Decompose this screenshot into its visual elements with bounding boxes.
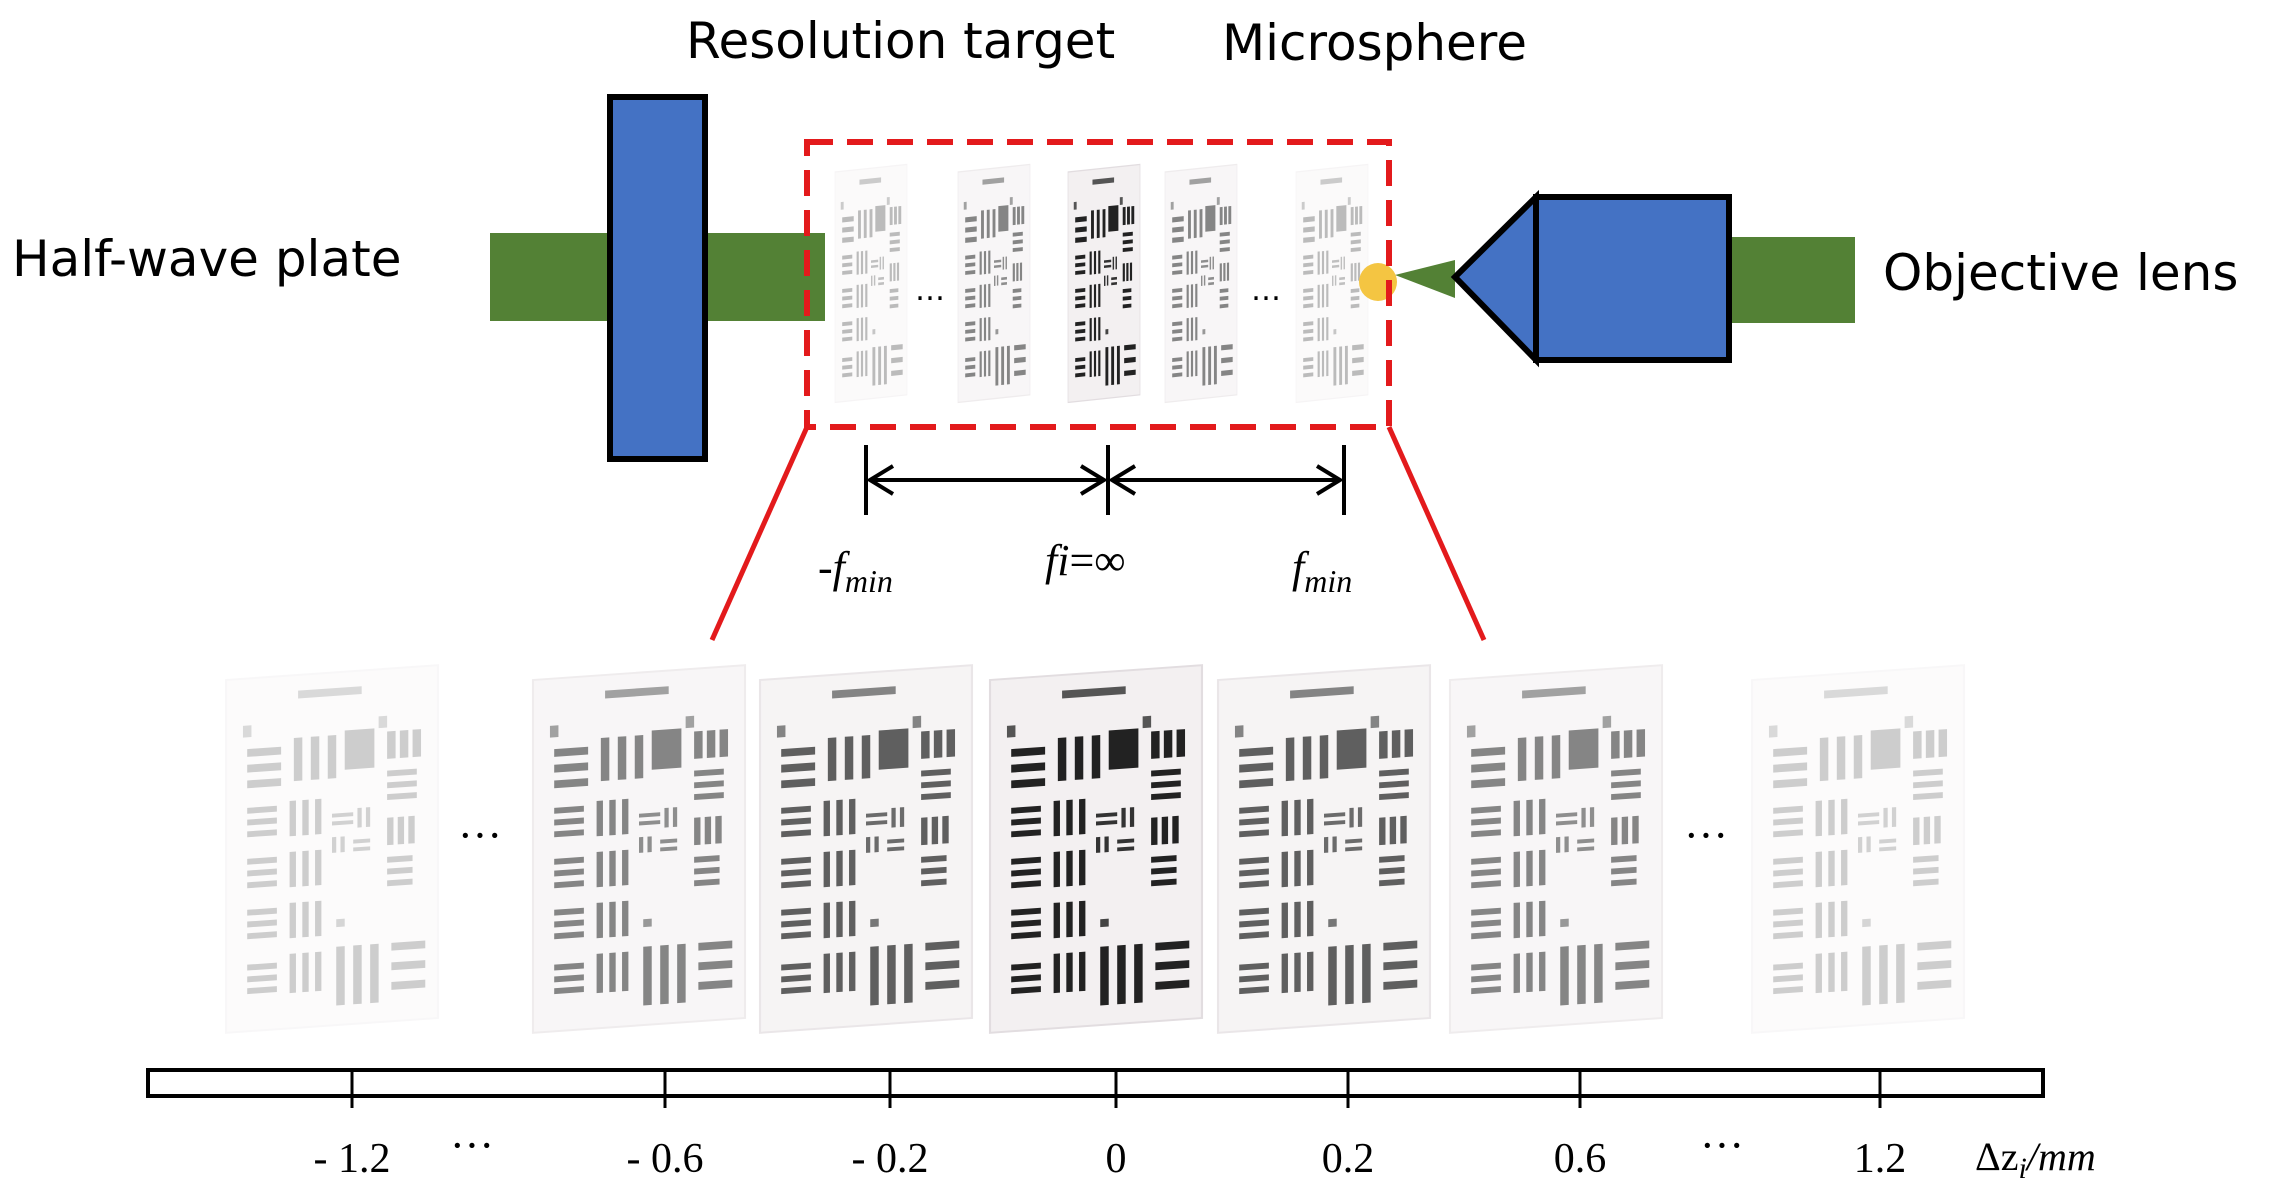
resolution-target-stack: …… (834, 163, 1369, 404)
row-target-5 (1216, 664, 1432, 1034)
row-target-4 (988, 664, 1204, 1034)
row-ellipsis-left: ··· (458, 811, 502, 860)
defocus-target-row: ··· ··· (224, 664, 1966, 1034)
stack-ellipsis-right: … (1251, 273, 1281, 308)
axis-ellipsis-left: ··· (450, 1121, 494, 1170)
axis-tick-label-7: 1.2 (1854, 1136, 1907, 1182)
beam-right (1730, 237, 1855, 323)
focal-arrows (864, 445, 1346, 515)
label-fi-infinity: fi=∞ (1045, 536, 1126, 585)
row-target-6 (1448, 664, 1664, 1034)
row-target-2 (531, 664, 747, 1034)
label-resolution-target: Resolution target (686, 12, 1115, 70)
row-target-3 (758, 664, 974, 1034)
row-ellipsis-right: ··· (1684, 811, 1728, 860)
dz-axis: - 1.2 - 0.6 - 0.2 0 0.2 0.6 1.2 ··· ··· Δzi/mm (146, 1068, 2096, 1185)
axis-tick-label-3: - 0.2 (852, 1136, 929, 1182)
axis-tick-label-4: 0 (1106, 1136, 1127, 1182)
stack-ellipsis-left: … (915, 273, 945, 308)
axis-tick-label-1: - 1.2 (314, 1136, 391, 1182)
stack-target-1 (834, 163, 908, 404)
objective-lens (1450, 189, 1732, 368)
axis-unit-label: Δzi/mm (1975, 1134, 2096, 1185)
axis-tick-label-2: - 0.6 (627, 1136, 704, 1182)
label-objective-lens: Objective lens (1883, 244, 2238, 302)
row-target-1 (224, 664, 440, 1034)
stack-target-2 (957, 163, 1031, 404)
stack-target-3 (1067, 163, 1141, 404)
beam-cone (1395, 260, 1455, 298)
axis-ellipsis-right: ··· (1700, 1121, 1744, 1170)
row-target-7 (1750, 664, 1966, 1034)
stack-target-5 (1295, 163, 1369, 404)
label-neg-fmin: -fmin (818, 543, 893, 599)
half-wave-plate (607, 94, 708, 462)
label-half-wave-plate: Half-wave plate (12, 230, 401, 288)
label-microsphere: Microsphere (1222, 14, 1527, 72)
zoom-box (709, 139, 1487, 642)
stack-target-4 (1164, 163, 1238, 404)
axis-tick-label-5: 0.2 (1322, 1136, 1375, 1182)
axis-tick-label-6: 0.6 (1554, 1136, 1607, 1182)
label-fmin: fmin (1292, 543, 1352, 599)
